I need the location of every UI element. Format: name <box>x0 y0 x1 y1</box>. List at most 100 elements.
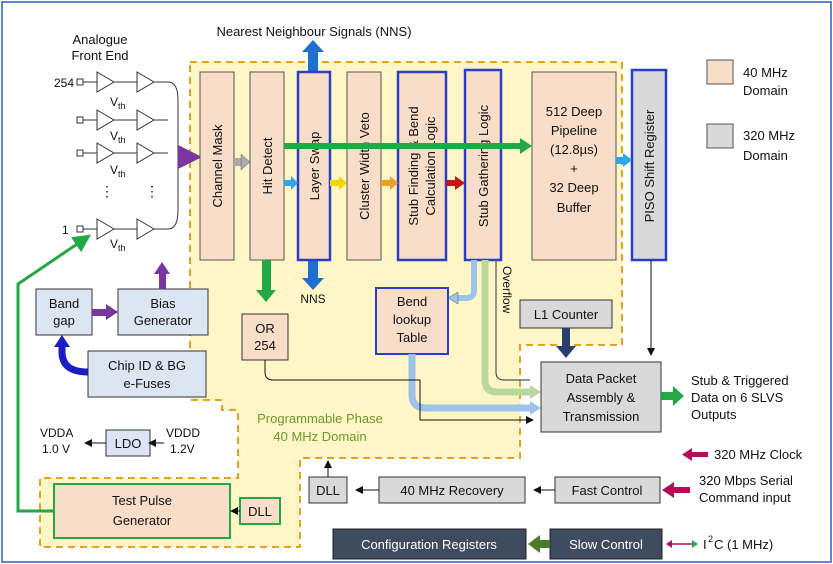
or-label-1: OR <box>255 321 275 336</box>
bias-generator-block <box>117 288 209 336</box>
pipeline-to-piso-arrow <box>616 153 632 167</box>
l1-to-packet-arrow <box>556 328 576 358</box>
pipeline-block <box>531 71 617 261</box>
serial-label-1: 320 Mbps Serial <box>699 473 793 488</box>
pipeline-label-5: 32 Deep <box>549 180 598 195</box>
nns-bottom-label: NNS <box>300 292 325 306</box>
prog-phase-label-2: 40 MHz Domain <box>273 429 366 444</box>
grey-arrow <box>234 153 251 171</box>
bias-to-afe-arrow <box>154 262 170 289</box>
layer-swap-block <box>296 70 332 262</box>
chip-id-block <box>87 350 207 398</box>
data-packet-block <box>540 361 662 433</box>
clock-arrow <box>682 448 708 461</box>
amp-channel-254 <box>76 71 168 93</box>
recovery-label: 40 MHz Recovery <box>400 483 504 498</box>
bend-label-3: Table <box>396 330 427 345</box>
svg-text:th: th <box>118 169 126 179</box>
stub-out-label-3: Outputs <box>691 407 737 422</box>
ellipsis-a: ⋮ <box>100 183 114 199</box>
pipeline-label-6: Buffer <box>557 200 592 215</box>
slow-control-label: Slow Control <box>569 537 643 552</box>
fast-control-label: Fast Control <box>572 483 643 498</box>
pipeline-label-3: (12.8µs) <box>550 142 598 157</box>
l1-counter-block <box>519 299 613 329</box>
stub-finding-block <box>396 70 448 262</box>
bend-to-packet-line <box>408 354 530 412</box>
legend-320-label-1: 320 MHz <box>743 128 795 143</box>
chip-id-label-2: e-Fuses <box>124 376 171 391</box>
i2c-label-1: I <box>703 537 707 552</box>
overflow-label: Overflow <box>500 266 514 314</box>
amp-channel-1 <box>76 218 168 240</box>
test-pulse-feedback-arrow <box>16 234 91 513</box>
channel-1-label: 1 <box>62 223 69 237</box>
dll-right-label: DLL <box>316 483 340 498</box>
bend-label-1: Bend <box>397 294 427 309</box>
vdda-label-1: VDDA <box>40 426 73 440</box>
svg-text:V: V <box>110 163 118 177</box>
serial-input-arrow <box>662 482 690 498</box>
slow-control-block <box>549 528 663 560</box>
hit-detect-label: Hit Detect <box>260 137 275 194</box>
svg-text:V: V <box>110 237 118 251</box>
cluster-width-veto-label: Cluster Width Veto <box>357 112 372 220</box>
ellipsis-b: ⋮ <box>145 183 159 199</box>
i2c-sup: 2 <box>708 534 713 544</box>
config-registers-block <box>332 528 527 560</box>
test-pulse-label-2: Generator <box>113 513 172 528</box>
amp-channel-b <box>76 142 168 164</box>
channel-254-label: 254 <box>54 76 74 90</box>
layer-swap-label: Layer Swap <box>307 132 322 201</box>
prog-phase-label-1: Programmable Phase <box>257 411 383 426</box>
stub-gathering-block <box>463 68 503 262</box>
pipeline-label-1: 512 Deep <box>546 104 602 119</box>
svg-text:V: V <box>110 95 118 109</box>
nns-arrow-down <box>302 258 324 290</box>
svg-text:V: V <box>110 129 118 143</box>
stub-out-label-2: Data on 6 SLVS <box>691 390 784 405</box>
or-to-packet-line <box>264 360 534 424</box>
recovery-block <box>378 476 526 504</box>
amp-channel-a <box>76 109 168 131</box>
vdda-label-2: 1.0 V <box>42 442 70 456</box>
cluster-width-veto-block <box>346 71 382 261</box>
legend-40-label-2: Domain <box>743 83 788 98</box>
nns-arrow-up <box>302 40 324 76</box>
packet-output-arrow <box>661 386 684 406</box>
clock-label: 320 MHz Clock <box>714 447 803 462</box>
slow-to-config-arrow <box>528 535 550 553</box>
svg-text:th: th <box>118 101 126 111</box>
band-gap-label-1: Band <box>49 296 79 311</box>
i2c-bidir-arrow <box>666 540 698 548</box>
stub-finding-label-2: Calculation Logic <box>423 116 438 216</box>
stub-gathering-label: Stub Gathering Logic <box>476 104 491 227</box>
dll-left-block <box>239 497 281 525</box>
vddd-label-1: VDDD <box>166 426 200 440</box>
data-packet-label-2: Assembly & <box>567 390 636 405</box>
ldo-label: LDO <box>115 436 142 451</box>
stub-finding-label-1: Stub Finding & Bend <box>406 106 421 225</box>
yellow-arrow <box>330 176 347 190</box>
chipid-to-bandgap-arrow <box>58 345 89 376</box>
svg-text:th: th <box>118 243 126 253</box>
data-packet-label-1: Data Packet <box>566 371 637 386</box>
overflow-line <box>495 260 530 381</box>
svg-text:th: th <box>118 135 126 145</box>
stub-to-bend-arrow <box>456 260 477 301</box>
analogue-label-2: Front End <box>71 48 128 63</box>
legend-40-label-1: 40 MHz <box>743 65 788 80</box>
channel-mask-label: Channel Mask <box>210 124 225 208</box>
legend-320-swatch <box>706 123 734 149</box>
green-flow-arrow <box>284 138 532 154</box>
or-label-2: 254 <box>254 338 276 353</box>
legend-40-swatch <box>706 59 734 85</box>
i2c-label-2: C (1 MHz) <box>714 537 773 552</box>
l1-counter-label: L1 Counter <box>534 307 599 322</box>
test-pulse-label-1: Test Pulse <box>112 493 172 508</box>
band-gap-label-2: gap <box>53 313 75 328</box>
data-packet-label-3: Transmission <box>563 409 640 424</box>
